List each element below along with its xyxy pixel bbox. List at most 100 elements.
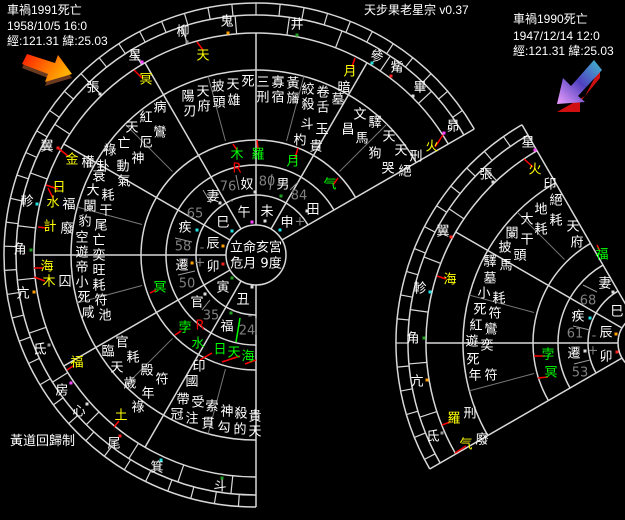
chart1-star-label: 祿 [103, 144, 116, 159]
chart1-star-label: 耗 [126, 351, 139, 366]
chart1-star-label: 死 [241, 75, 254, 90]
degree-tick [11, 314, 24, 319]
chart1-outer-planet-label: 月 [343, 65, 356, 80]
chart1-star-label: 神 [131, 152, 144, 167]
planet-pointer-line [113, 420, 120, 428]
chart1-mansion-label: 軫 [20, 194, 33, 210]
chart1-star-label: 舌 [316, 101, 329, 116]
chart1-transform-star-label: 暗 [337, 81, 350, 96]
chart1-star-label: 馬 [355, 132, 368, 147]
star-marker [422, 336, 426, 340]
degree-tick [18, 336, 31, 342]
degree-tick [301, 7, 305, 20]
star-marker [295, 33, 299, 37]
chart1-transform-star-label: 福 [62, 198, 75, 213]
degree-tick [231, 4, 234, 17]
degree-tick [123, 459, 132, 471]
house-divider [521, 124, 625, 305]
chart1-mansion-label: 柳 [176, 25, 189, 40]
degree-tick [10, 197, 23, 202]
chart2-outer-planet-label: 羅 [447, 412, 460, 427]
chart1-palace-label: 遷 [175, 259, 188, 274]
chart1-branch-label: 申 [280, 216, 293, 231]
chart1-star-label: 貴 [309, 140, 322, 155]
chart2-star-label: 大 [520, 213, 533, 228]
chart2-age-label: 53 [572, 366, 589, 381]
planet-pointer-line [232, 143, 238, 151]
chart1-star-label: 大 [86, 184, 99, 199]
star-marker [47, 343, 51, 347]
chart1-star-label: 神 [220, 405, 233, 420]
chart1-age-label: 84 [291, 189, 308, 204]
chart1-palace-label: 奴 [240, 177, 253, 193]
chart1-mansion-label: 房 [55, 383, 68, 399]
chart1-palace-label: 妻 [206, 190, 219, 205]
star-marker [611, 290, 615, 294]
chart2-star-label: 干 [520, 233, 533, 248]
chart1-star-label: 遊 [75, 246, 88, 261]
degree-tick [422, 73, 432, 83]
chart1-mansion-label: 氐 [33, 343, 46, 358]
planet-pointer-line [294, 147, 299, 159]
chart1-star-label: 符 [155, 372, 168, 388]
age-divider [201, 299, 211, 311]
mansion-divider [408, 361, 427, 365]
chart1-ascendant-degree: 危月 9度 [230, 256, 281, 272]
chart1-star-label: 卦 [96, 160, 109, 175]
mansion-divider [17, 277, 36, 281]
chart2-outer-planet-label: 气 [459, 437, 472, 453]
chart2-star-label: 紅 [469, 319, 482, 334]
app-title: 天步果老星宗 v0.37 [364, 3, 469, 17]
chart1-star-label: 豹 [78, 215, 91, 230]
chart1-star-label: 干 [99, 204, 112, 219]
degree-tick [103, 446, 113, 457]
chart1-branch-label: 寅 [216, 280, 229, 296]
planet-pointer-line [244, 359, 257, 365]
mansion-divider [448, 208, 465, 220]
degree-tick [450, 185, 461, 195]
chart1-polarity-sign: + [195, 256, 206, 271]
degree-tick [25, 151, 37, 158]
chart1-branch-label: 卯 [206, 260, 219, 275]
chart2-coords: 經:121.31 緯:25.03 [513, 44, 614, 58]
degree-tick [190, 486, 195, 499]
mansion-divider [128, 442, 139, 459]
chart1-star-label: 殺 [301, 98, 314, 113]
planet-pointer-line [37, 226, 48, 229]
planet-pointer-line [133, 69, 143, 79]
mansion-divider [410, 309, 429, 313]
degree-tick [278, 4, 281, 17]
degree-tick [438, 90, 449, 100]
degree-tick [397, 318, 410, 321]
chart1-outer-planet-label: 木 [42, 275, 55, 290]
planet-pointer-line [235, 317, 241, 343]
chart1-star-label: 池 [98, 309, 111, 324]
star-marker [491, 180, 495, 184]
chart1-palace-label: 疾 [178, 221, 191, 236]
degree-tick [400, 388, 413, 392]
planet-pointer-line [174, 330, 182, 336]
chart2-mansion-label: 張 [479, 168, 492, 183]
chart2-star-label: 馬 [499, 259, 512, 274]
chart1-star-label: 寡 [271, 75, 284, 91]
chart1-mansion-label: 觜 [390, 61, 403, 76]
chart2-datetime: 1947/12/14 12:0 [513, 29, 600, 43]
star-marker [230, 276, 234, 280]
star-marker [411, 94, 415, 98]
planet-pointer-line [351, 57, 356, 68]
age-divider [177, 270, 196, 276]
chart2-palace-label: 遷 [567, 347, 580, 362]
chart2-star-label: 耗 [534, 223, 547, 238]
chart1-mansion-label: 參 [370, 50, 383, 65]
degree-tick [397, 365, 410, 368]
planet-pointer-line [332, 177, 339, 186]
chart1-star-label: 天 [226, 78, 239, 93]
degree-tick [161, 21, 167, 33]
sub-divider [207, 368, 226, 434]
chart1-star-label: 索 [205, 400, 218, 415]
degree-tick [80, 73, 90, 83]
sub-divider [469, 294, 535, 313]
chart2-branch-label: 卯 [599, 350, 612, 365]
chart2-star-label: 墓 [483, 272, 496, 287]
chart1-polarity-sign: - [248, 309, 253, 324]
